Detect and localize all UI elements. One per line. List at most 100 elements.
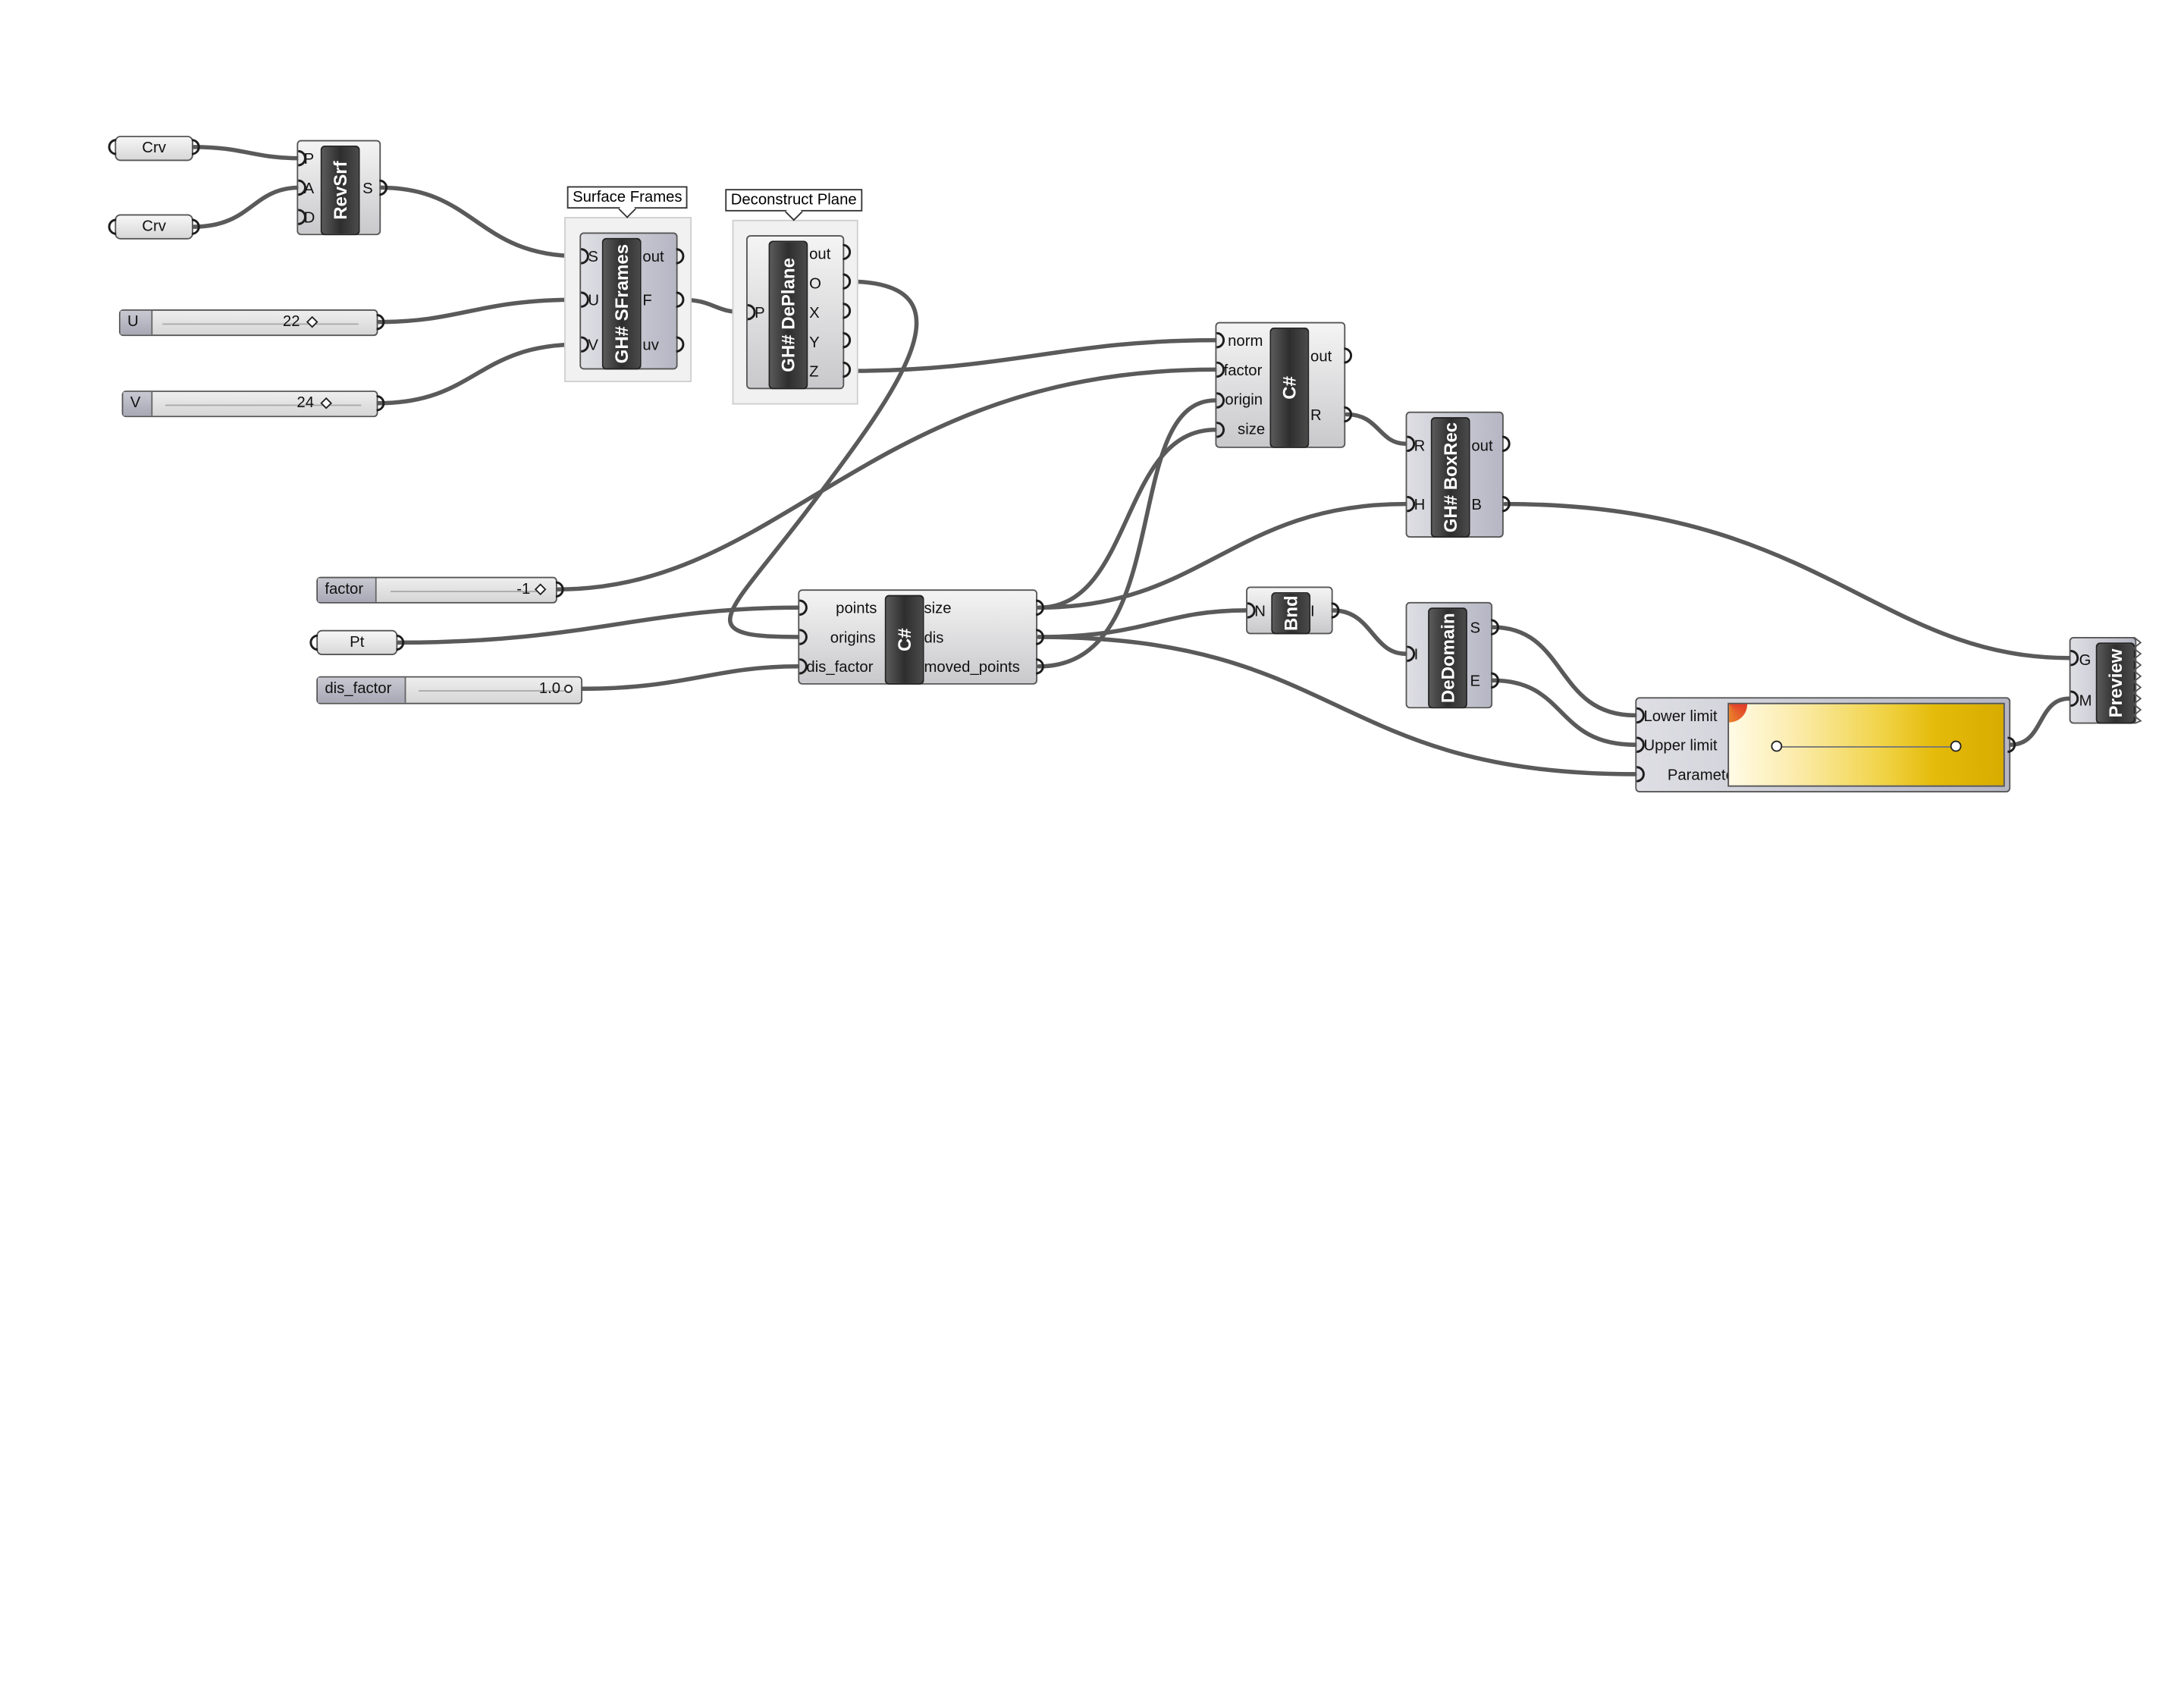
output-i[interactable]: I (1310, 603, 1315, 620)
input-a[interactable]: A (303, 180, 315, 198)
input-origin[interactable]: origin (1225, 391, 1263, 409)
port-grip-icon (108, 139, 117, 155)
preview-component[interactable]: Preview G M (2069, 637, 2137, 724)
curve-param-2[interactable]: Crv (115, 214, 193, 240)
output-r[interactable]: R (1310, 407, 1322, 425)
output-x[interactable]: X (809, 305, 820, 322)
bounds-component[interactable]: Bnd N I (1246, 586, 1333, 635)
output-out[interactable]: out (642, 249, 664, 266)
csharp-script-bottom[interactable]: C# points origins dis_factor size dis mo… (798, 589, 1038, 685)
output-out[interactable]: out (809, 246, 831, 264)
output-s[interactable]: S (362, 180, 373, 198)
input-g[interactable]: G (2079, 652, 2091, 670)
output-out[interactable]: out (1310, 348, 1332, 365)
input-v[interactable]: V (588, 337, 598, 355)
boxrec-nickname: GH# BoxRec (1430, 417, 1470, 538)
port-grip-icon (555, 581, 564, 598)
deplane-component[interactable]: GH# DePlane P out O X Y Z (746, 235, 845, 390)
port-grip-icon (1344, 347, 1353, 364)
output-s[interactable]: S (1470, 620, 1481, 638)
port-grip-icon (581, 291, 589, 308)
input-r[interactable]: R (1414, 438, 1426, 456)
gradient-grip-icon[interactable] (1950, 740, 1962, 752)
output-size[interactable]: size (924, 601, 952, 618)
slider-v-label: V (123, 391, 153, 416)
dedomain-component[interactable]: DeDomain I S E (1405, 601, 1493, 709)
output-e[interactable]: E (1470, 673, 1481, 691)
gradient-display[interactable] (1727, 702, 2005, 787)
input-p[interactable]: P (755, 305, 765, 322)
input-parameter[interactable]: Parameter (1667, 767, 1740, 784)
port-grip-icon (379, 179, 388, 196)
output-z[interactable]: Z (809, 364, 819, 381)
port-grip-icon (376, 313, 385, 331)
output-o[interactable]: O (809, 275, 821, 293)
point-param[interactable]: Pt (316, 629, 398, 656)
port-grip-icon (1407, 435, 1416, 452)
output-dis[interactable]: dis (924, 629, 944, 647)
port-grip-icon (1036, 658, 1044, 675)
slider-factor[interactable]: factor -1 (316, 576, 557, 604)
port-grip-icon (2070, 690, 2079, 707)
revsrf-component[interactable]: RevSrf P A D S (297, 140, 381, 236)
wire-revsrf-s-sframes-s (378, 185, 582, 259)
input-upper-limit[interactable]: Upper limit (1643, 737, 1718, 755)
input-p[interactable]: P (303, 151, 315, 168)
port-grip-icon (396, 634, 405, 651)
input-n[interactable]: N (1254, 603, 1266, 620)
csharp-script-top[interactable]: C# norm factor origin size out R (1215, 322, 1346, 448)
input-size[interactable]: size (1238, 421, 1266, 438)
gradient-component[interactable]: Lower limit Upper limit Parameter (1635, 697, 2011, 792)
boxrec-component[interactable]: GH# BoxRec R H out B (1405, 411, 1504, 538)
input-u[interactable]: U (588, 292, 600, 310)
group-surface-frames-title: Surface Frames (566, 186, 688, 209)
slider-u[interactable]: U 22 (118, 309, 378, 337)
slider-dis-factor-value: 1.0 (538, 680, 561, 698)
input-h[interactable]: H (1414, 497, 1426, 514)
input-origins[interactable]: origins (830, 629, 876, 647)
slider-dis-factor[interactable]: dis_factor 1.0 (316, 676, 583, 704)
gradient-grip-icon[interactable] (1771, 740, 1783, 752)
input-m[interactable]: M (2079, 692, 2092, 711)
input-dis-factor[interactable]: dis_factor (806, 659, 874, 676)
wire-u-sframes-u (375, 297, 582, 325)
input-points[interactable]: points (836, 601, 877, 618)
input-s[interactable]: S (588, 249, 598, 266)
slider-grip-icon[interactable] (564, 684, 573, 693)
port-grip-icon (1216, 422, 1225, 438)
curve-param-1[interactable]: Crv (115, 136, 193, 162)
input-d[interactable]: D (303, 209, 315, 227)
output-out[interactable]: out (1471, 438, 1493, 456)
port-grip-icon (2070, 650, 2079, 667)
output-y[interactable]: Y (809, 334, 820, 352)
port-grip-icon (843, 243, 852, 261)
port-grip-icon (298, 149, 306, 167)
port-grip-icon (1491, 672, 1499, 689)
bnd-nickname: Bnd (1271, 591, 1311, 635)
sframes-component[interactable]: GH# SFrames S U V out F uv (579, 232, 678, 370)
csharp-top-nickname: C# (1269, 328, 1310, 448)
port-grip-icon (747, 303, 756, 321)
group-deconstruct-plane-title: Deconstruct Plane (725, 189, 863, 212)
input-lower-limit[interactable]: Lower limit (1643, 708, 1718, 726)
port-grip-icon (298, 209, 306, 225)
port-grip-icon (799, 658, 808, 675)
output-moved-points[interactable]: moved_points (924, 659, 1020, 676)
port-grip-icon (191, 218, 200, 235)
input-factor[interactable]: factor (1223, 362, 1263, 380)
output-f[interactable]: F (642, 292, 652, 310)
port-grip-icon (1636, 736, 1645, 753)
output-uv[interactable]: uv (642, 337, 659, 355)
wire-crv2-revsrf-a (191, 185, 302, 229)
port-grip-icon (843, 273, 852, 290)
dedomain-nickname: DeDomain (1428, 607, 1467, 709)
port-grip-icon (1331, 602, 1340, 619)
input-norm[interactable]: norm (1228, 333, 1263, 350)
input-i[interactable]: I (1414, 646, 1419, 664)
port-grip-icon (1407, 495, 1416, 513)
output-b[interactable]: B (1471, 497, 1482, 514)
slider-v[interactable]: V 24 (121, 391, 378, 418)
wire-csharp2-size-boxrec-h (1037, 501, 1408, 610)
port-grip-icon (676, 248, 685, 265)
port-grip-icon (1636, 707, 1645, 724)
